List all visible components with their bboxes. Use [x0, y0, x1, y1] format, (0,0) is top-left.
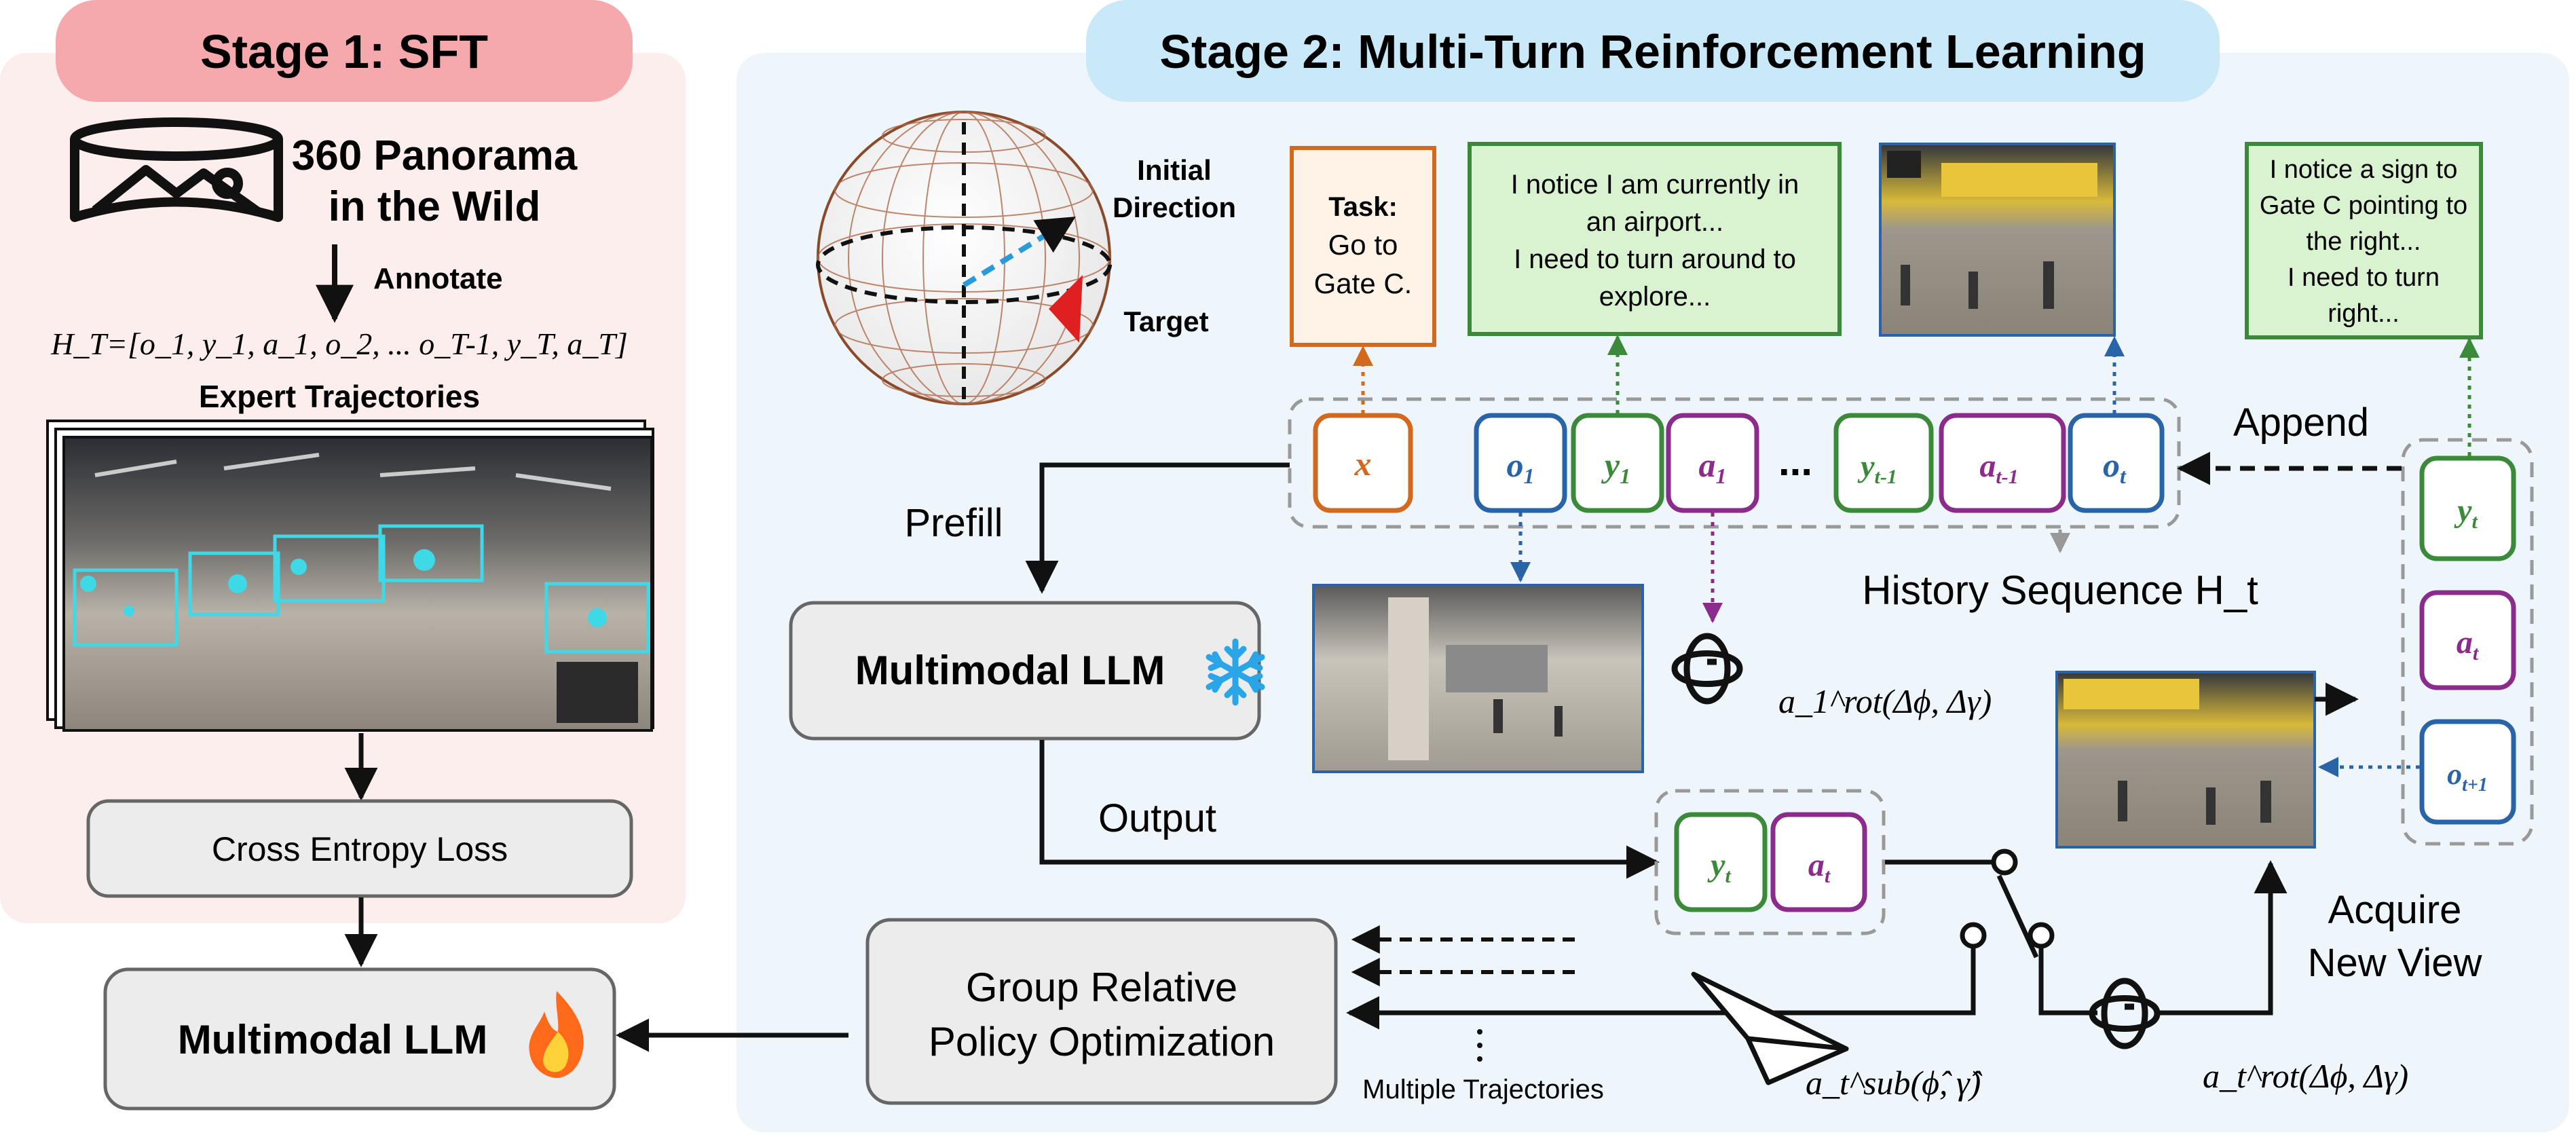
- initial-direction-1: Initial: [1137, 154, 1212, 186]
- rotate-icon-t: [2089, 978, 2161, 1049]
- sub-action-t: a_t^sub(ϕ̂, γ̂): [1806, 1064, 1983, 1102]
- initial-direction-2: Direction: [1113, 191, 1236, 223]
- thought-1-line-2: an airport...: [1586, 207, 1723, 237]
- token-yt-1: [1833, 413, 1934, 513]
- thought-2-line-5: right...: [2328, 299, 2400, 328]
- fire-icon: [529, 991, 584, 1078]
- rl-llm-label: Multimodal LLM: [855, 648, 1165, 693]
- rot-action-1: a_1^rot(Δϕ, Δγ): [1778, 682, 1992, 720]
- thought-2-line-4: I need to turn: [2288, 263, 2440, 292]
- sft-llm-label: Multimodal LLM: [178, 1017, 488, 1062]
- observation-image-t: [1879, 143, 2116, 337]
- task-box: [1290, 146, 1436, 347]
- annotate-label: Annotate: [373, 262, 503, 295]
- token-ot: [2068, 413, 2165, 513]
- output-label: Output: [1098, 796, 1216, 840]
- acquire-label-2: New View: [2308, 941, 2483, 985]
- thought-1-line-1: I notice I am currently in: [1511, 170, 1799, 200]
- rotate-icon-1: [1671, 633, 1743, 705]
- output-token-at: [1770, 812, 1867, 912]
- sft-llm-box: [103, 967, 616, 1111]
- stage2-title-box: [1086, 0, 2220, 102]
- expert-trajectories-label: Expert Trajectories: [199, 379, 480, 414]
- prefill-label: Prefill: [904, 501, 1003, 545]
- target-label: Target: [1123, 305, 1208, 337]
- history-sequence-label: History Sequence H_t: [1862, 568, 2258, 613]
- stage1-title-box: [56, 0, 633, 102]
- token-a1: [1666, 413, 1759, 513]
- thought-1-line-3: I need to turn around to: [1514, 244, 1796, 274]
- history-formula: H_T=[o_1, y_1, a_1, o_2, ... o_T-1, y_T,…: [50, 327, 628, 361]
- thought-2-line-3: the right...: [2307, 227, 2421, 256]
- output-arrow: [1039, 740, 1660, 879]
- cross-entropy-label: Cross Entropy Loss: [212, 830, 508, 868]
- cross-entropy-box: [86, 799, 633, 898]
- thought-2-line-1: I notice a sign to: [2270, 155, 2458, 184]
- observation-image-1: [1312, 584, 1644, 773]
- history-sequence-container: [1288, 397, 2181, 529]
- sphere-diagram: [816, 111, 1112, 405]
- grpo-label-1: Group Relative: [966, 965, 1237, 1010]
- multiple-trajectories-label: Multiple Trajectories: [1362, 1075, 1604, 1104]
- output-token-yt: [1674, 812, 1768, 912]
- append-token-yt: [2419, 455, 2516, 561]
- thought-box-2: [2245, 142, 2483, 339]
- thought-box-1: [1468, 142, 1842, 336]
- new-view-image: [2055, 671, 2316, 849]
- expert-trajectory-stack: [46, 420, 654, 732]
- token-ellipsis: ...: [1778, 439, 1812, 484]
- append-token-at: [2419, 590, 2516, 690]
- append-container: [2401, 438, 2534, 846]
- paper-plane-icon: [1691, 971, 1849, 1085]
- rot-action-t: a_t^rot(Δϕ, Δγ): [2203, 1057, 2408, 1095]
- panorama-label-1: 360 Panorama: [292, 132, 578, 179]
- append-token-ot1: [2419, 719, 2516, 825]
- token-at-1: [1939, 413, 2066, 513]
- history-tokens: x o1 y1 a1 ... yt-1 at-1 ot: [1313, 413, 2165, 513]
- panorama-icon: [70, 117, 283, 222]
- snowflake-icon: [1206, 638, 1265, 706]
- acquire-label-1: Acquire: [2328, 888, 2462, 932]
- token-x: [1313, 413, 1413, 513]
- token-x-label: x: [1354, 445, 1372, 483]
- output-token-yt-label: yt: [1707, 847, 1732, 887]
- append-label: Append: [2233, 401, 2369, 445]
- stage2-title: Stage 2: Multi-Turn Reinforcement Learni…: [1159, 25, 2146, 78]
- grpo-label-2: Policy Optimization: [929, 1019, 1275, 1064]
- grpo-box: [865, 918, 1338, 1105]
- append-token-at-label: at: [2457, 625, 2480, 665]
- task-line-1: Go to: [1328, 229, 1398, 261]
- task-title: Task:: [1328, 192, 1398, 222]
- panorama-label-2: in the Wild: [329, 183, 541, 230]
- token-y1: [1571, 413, 1664, 513]
- token-o1: [1474, 413, 1567, 513]
- thought-1-line-4: explore...: [1599, 282, 1711, 312]
- thought-2-line-2: Gate C pointing to: [2260, 191, 2467, 220]
- branch-switch: [1683, 849, 2097, 1016]
- stage1-title: Stage 1: SFT: [200, 25, 488, 78]
- prefill-arrow: [1025, 462, 1290, 594]
- trajectory-vertical-dots: [1477, 1029, 1482, 1062]
- output-tokens-container: [1654, 789, 1886, 935]
- acquire-arrow: [2157, 860, 2288, 1016]
- task-line-2: Gate C.: [1314, 267, 1413, 299]
